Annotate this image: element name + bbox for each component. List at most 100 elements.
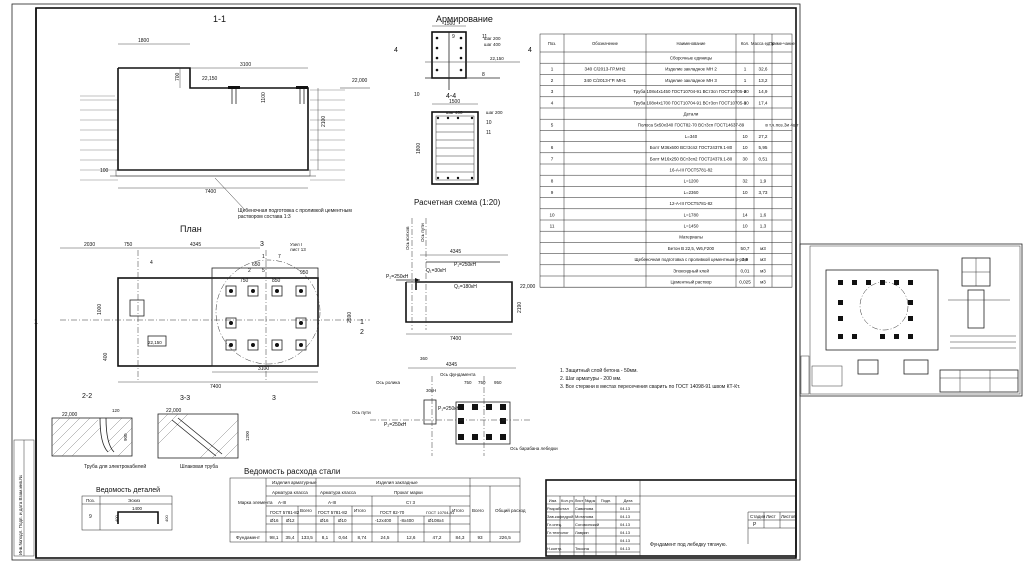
dim-text: 950	[494, 380, 502, 385]
spec-header: Масса ед.,кг	[751, 41, 775, 46]
spec-cell: Эпоксидный клей	[673, 268, 709, 273]
dim-text: 1000	[97, 304, 103, 315]
dim-text: 400	[114, 515, 119, 522]
steel-cell: Фундамент	[236, 535, 261, 540]
spec-cell: Полоса 5х50х340 ГОСТ82-70 ВСт3сп ГОСТ146…	[638, 123, 745, 128]
mark: 11	[482, 34, 487, 40]
details-table: Ведомость деталей Поз. Эскиз 9 1400 400 …	[81, 486, 173, 531]
spec-cell: 14	[742, 212, 748, 217]
level-mark: 22,000	[520, 284, 536, 290]
stage-head: Листов	[781, 514, 796, 519]
spec-cell: м3	[760, 268, 766, 273]
section-title-4-4: 4-4	[446, 93, 456, 100]
steel-cell: 8,74	[358, 535, 367, 540]
spec-cell: м3	[760, 280, 766, 285]
steel-head: Всего	[300, 508, 312, 513]
load-label: P₁=250кН	[438, 406, 460, 412]
notes-block: 1. Защитный слой бетона - 50мм. 2. Шаг а…	[560, 367, 740, 390]
stamp-person: Савинова	[575, 506, 594, 511]
spec-cell: 12-А-III ГОСТ5781-82	[670, 201, 714, 206]
note-line: 3. Все стержни в местах пересечения свар…	[560, 384, 740, 390]
spec-cell: 1,3	[760, 224, 767, 229]
spec-cell: 0,51	[759, 156, 768, 161]
thumbnail-sheet	[799, 243, 1023, 397]
steel-head: А-III	[278, 500, 286, 505]
load-label: Q₁=30кН	[426, 268, 446, 274]
steel-head: Изделия закладные	[376, 480, 418, 485]
spec-cell: Труба 108х4х1700 ГОСТ10704-91 ВСт3сп ГОС…	[633, 100, 749, 105]
spec-header: Кол.	[741, 41, 749, 46]
rebar-note: шаг 400	[484, 42, 501, 47]
note-line: 2. Шаг арматуры - 200 мм.	[560, 376, 621, 382]
steel-cell: 93	[477, 535, 483, 540]
bolt-group	[225, 285, 307, 351]
steel-cell: 98,1	[270, 535, 279, 540]
dim-text: 2190	[517, 302, 523, 313]
details-pos: 9	[89, 514, 92, 520]
stamp-date: 04.13	[620, 522, 631, 527]
stage-value: Р	[753, 522, 757, 528]
spec-cell: 32,6	[759, 67, 768, 72]
dim-text: 4345	[446, 362, 457, 368]
cut-mark: 1	[34, 319, 38, 326]
stamp-col-head: Лист	[575, 498, 584, 503]
stamp-role: Гл.спец.	[547, 522, 562, 527]
mark: 10	[414, 92, 420, 98]
spec-cell: 17,4	[759, 100, 768, 105]
steel-head: Ø16	[270, 518, 279, 523]
steel-head: Общий расход	[495, 507, 526, 513]
dim-text: 4345	[190, 242, 201, 248]
level-mark: 22,000	[62, 412, 78, 418]
stamp-date: 04.13	[620, 546, 631, 551]
steel-head: ГОСТ 10704-91	[426, 510, 455, 515]
steel-head: Итого	[354, 508, 366, 513]
spec-header: Обозначение	[592, 41, 619, 46]
spec-cell: 27,2	[759, 134, 768, 139]
level-mark: 22,150	[202, 76, 218, 82]
stamp-date: 04.13	[620, 514, 631, 519]
mark: 11	[486, 130, 491, 136]
dim-text: 1800	[416, 143, 422, 154]
calc-scheme: Расчетная схема (1:20) 4345 7400 22,000 …	[386, 198, 536, 342]
dim-text: 750	[478, 380, 486, 385]
spec-cell: 10	[549, 212, 555, 217]
dim-text: 850	[272, 278, 281, 284]
spec-cell: 3,73	[759, 190, 768, 195]
main-frame: Инв.№подл. Подп. и дата Взам.инв.№	[11, 3, 801, 561]
level-mark: 22,000	[166, 408, 182, 414]
dim-text: 3100	[240, 62, 251, 68]
steel-head: Арматура класса	[320, 490, 356, 495]
spec-cell: 0,025	[739, 280, 751, 285]
spec-cell: 10	[742, 190, 748, 195]
side-strip-text: Инв.№подл. Подп. и дата Взам.инв.№	[18, 475, 23, 555]
spec-header: Приме-чание	[769, 41, 795, 46]
dim-text: 750	[240, 278, 249, 284]
section-note: Труба для электрокабелей	[84, 463, 146, 470]
section-title-2-2: 2-2	[82, 393, 92, 400]
bolt-scheme: 4345 750 750 950 Ось фундамента Ось роли…	[352, 356, 558, 456]
stamp-date: 04.13	[620, 506, 631, 511]
spec-cell: Бетон В 22,5, W6,F200	[668, 246, 715, 251]
spec-cell: 0,01	[741, 268, 750, 273]
steel-head: -8x400	[400, 518, 414, 523]
axis-label: Ось ролика	[376, 380, 400, 385]
steel-cell: 12,6	[407, 535, 416, 540]
spec-cell: 13,2	[759, 78, 768, 83]
dim-text: 100	[100, 168, 109, 174]
steel-head: -12x400	[375, 518, 392, 523]
steel-head: Прокат марки	[394, 490, 423, 495]
dim-text: 750	[124, 242, 133, 248]
dim-text: 1800	[138, 38, 149, 44]
dim-text: 7400	[205, 189, 216, 195]
load-label: P₁=250кН	[454, 262, 476, 268]
axis-label: Ось барабана лебедки	[510, 446, 558, 451]
spec-cell: 50,7	[741, 246, 750, 251]
rebar-note: шаг 200	[486, 110, 503, 115]
stamp-col-head: №док	[585, 498, 596, 503]
steel-head: А-III	[328, 500, 336, 505]
steel-head: ГОСТ 82-70	[380, 510, 405, 515]
spec-cell: 1,9	[760, 179, 767, 184]
dim-text: 7400	[450, 336, 461, 342]
cut-mark: 1	[360, 319, 364, 326]
